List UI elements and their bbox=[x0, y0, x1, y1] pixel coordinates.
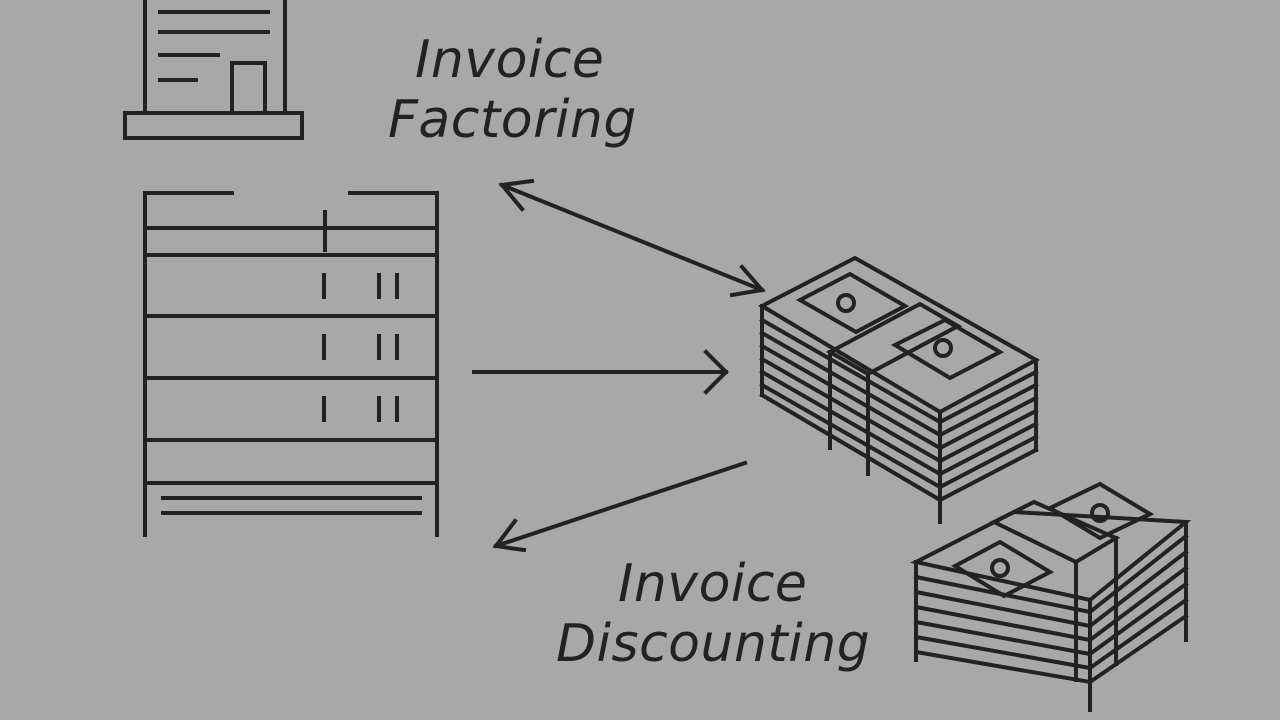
invoice-ledger-icon bbox=[143, 191, 439, 537]
double-arrow-icon bbox=[498, 178, 766, 298]
arrow-left-icon bbox=[492, 460, 748, 553]
factoring-label-line-2: Factoring bbox=[388, 90, 637, 150]
arrow-right-icon bbox=[472, 349, 729, 395]
cash-stack-icon bbox=[757, 255, 1041, 524]
building-icon bbox=[123, 0, 304, 140]
discounting-label-line-1: Invoice bbox=[618, 554, 808, 614]
factoring-label-line-1: Invoice bbox=[415, 30, 605, 90]
discounting-label-line-2: Discounting bbox=[556, 614, 871, 674]
cash-stack-icon bbox=[910, 481, 1192, 712]
